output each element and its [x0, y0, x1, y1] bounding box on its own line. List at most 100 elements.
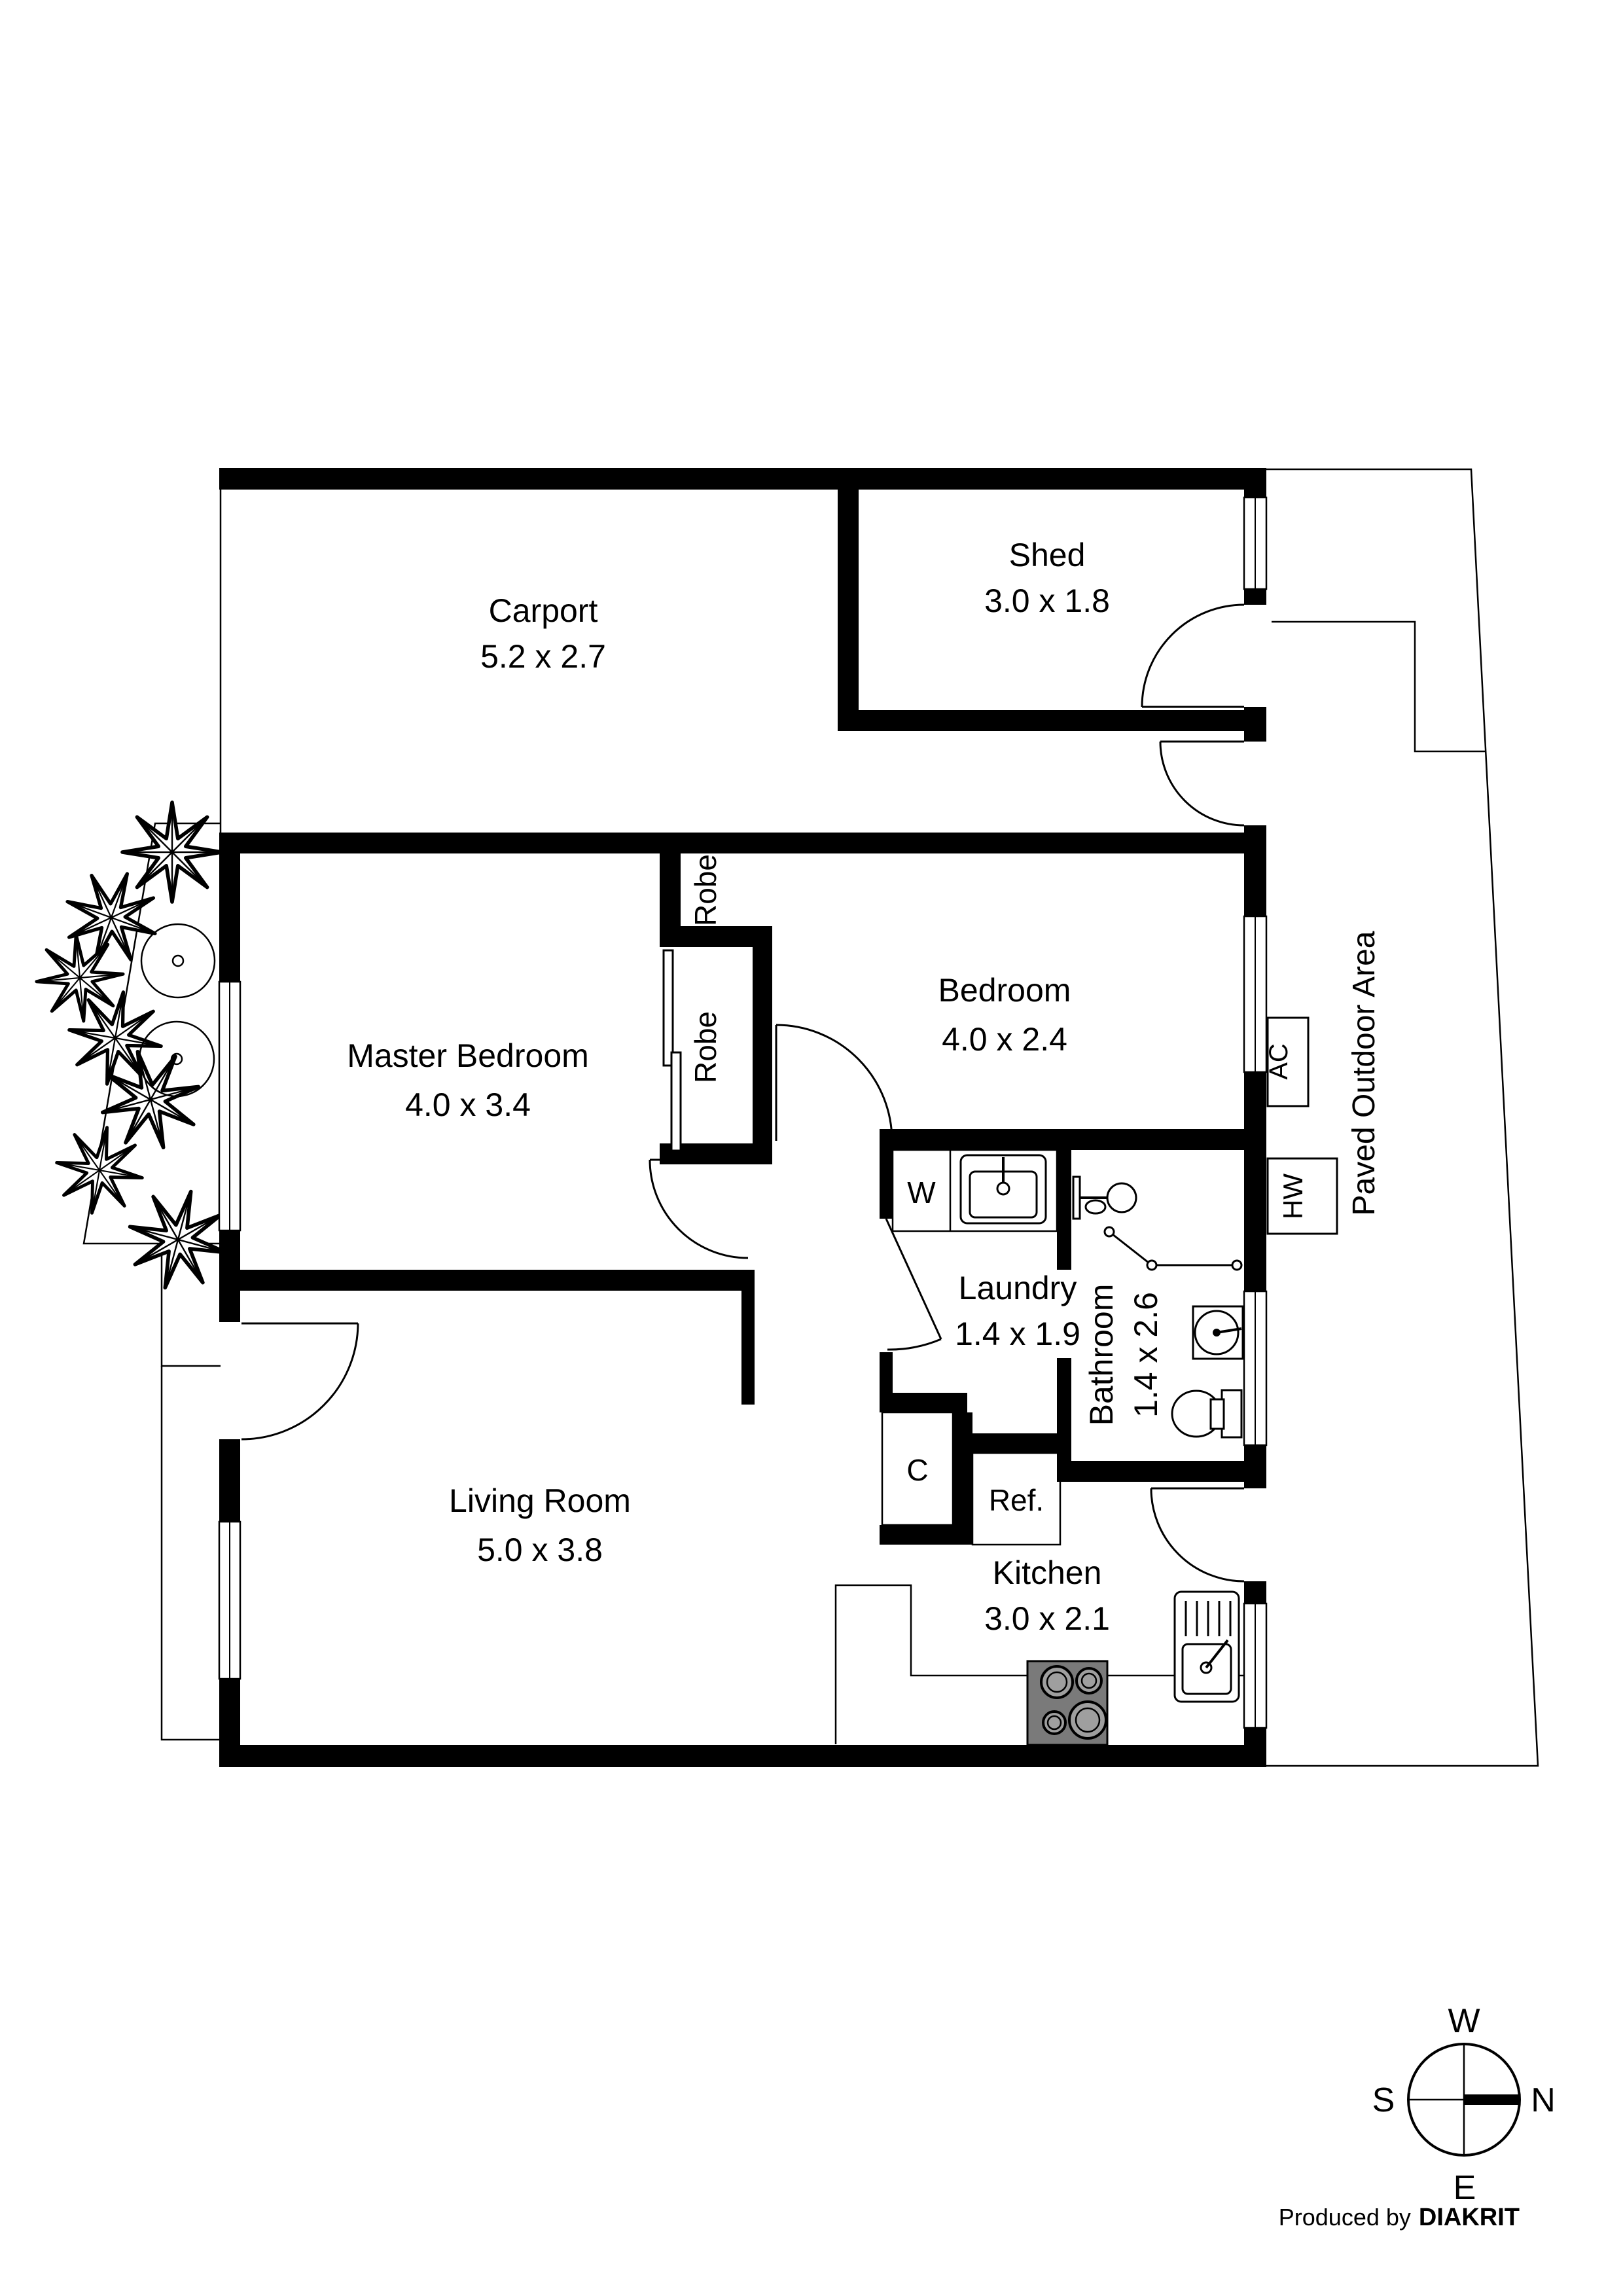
compass-south-label: S [1372, 2081, 1395, 2119]
garden-bush-icon [138, 1020, 215, 1098]
robe-top-label: Robe [688, 854, 722, 926]
room-labels: Carport 5.2 x 2.7 Shed 3.0 x 1.8 Master … [347, 537, 1164, 1637]
toilet-icon [1171, 1389, 1243, 1439]
wall-top [219, 468, 1266, 490]
fridge-label: Ref. [989, 1483, 1044, 1517]
washer-label: W [907, 1175, 936, 1210]
cupboard-box [881, 1411, 954, 1526]
laundry-niche [891, 1149, 1058, 1232]
fixtures [662, 949, 1338, 1746]
kitchen-window [1243, 1602, 1268, 1729]
footer-credit: Produced by DIAKRIT [1279, 2204, 1520, 2231]
wall-shed-left [838, 468, 859, 731]
wall-cupboard-fridge-divider [953, 1412, 972, 1545]
laundry-trough-icon [959, 1154, 1047, 1225]
shed-dims: 3.0 x 1.8 [984, 583, 1110, 619]
carport-to-paved-door [1159, 740, 1245, 827]
kitchen-dims: 3.0 x 2.1 [984, 1600, 1110, 1637]
bedroom-label: Bedroom [938, 972, 1071, 1009]
bathroom-label: Bathroom [1083, 1284, 1120, 1426]
robe-sliding-door [670, 1051, 682, 1152]
paved-area-step [1272, 620, 1486, 753]
bedroom-door [775, 1024, 893, 1141]
wall-bedroom-bottom [753, 1129, 772, 1150]
hw-box [1266, 1157, 1338, 1235]
shed-door [1141, 603, 1245, 708]
side-path [160, 1366, 221, 1741]
cooktop-icon [1026, 1660, 1109, 1746]
wall-shed-bottom [838, 710, 1266, 731]
wall-robe-left [660, 853, 681, 926]
garden-and-paths [82, 468, 1539, 1767]
walls [219, 468, 1266, 1767]
wall-robe-mid [660, 926, 772, 947]
compass-north-pointer [1464, 2094, 1520, 2105]
laundry-door [885, 1218, 942, 1351]
plant-star-icon [39, 1109, 160, 1230]
shower-screen [1103, 1226, 1243, 1271]
master-bedroom-door [649, 1158, 749, 1259]
shed-label: Shed [1009, 537, 1086, 573]
wall-right [1244, 589, 1266, 605]
compass: W N S E [1372, 2002, 1556, 2207]
plant-star-icon [122, 802, 222, 902]
wall-right [1244, 1728, 1266, 1767]
shower-icon [1072, 1175, 1137, 1220]
master-bedroom-window [218, 980, 241, 1232]
laundry-dims: 1.4 x 1.9 [955, 1316, 1080, 1352]
carport-label: Carport [489, 592, 598, 629]
wall-hall-divider [741, 1270, 755, 1405]
windows [218, 496, 1268, 1729]
wall-left [219, 1679, 240, 1767]
garden-bush-center [170, 1052, 183, 1066]
living-room-dims: 5.0 x 3.8 [477, 1532, 603, 1568]
doors [241, 603, 1245, 1583]
carport-dims: 5.2 x 2.7 [480, 638, 606, 675]
fixture-labels: Robe Robe W C Ref. AC HW Paved Outdoor A… [688, 854, 1382, 1517]
wall-left [219, 833, 240, 982]
paved-area-boundary [1266, 468, 1539, 1767]
ac-box [1266, 1016, 1310, 1107]
bathroom-window [1243, 1290, 1268, 1446]
vanity-basin-icon [1192, 1305, 1244, 1360]
laundry-label: Laundry [959, 1270, 1077, 1306]
living-room-label: Living Room [449, 1482, 631, 1519]
footer-brand-diakrit: DIAKRIT [1419, 2204, 1520, 2231]
kitchen-door [1150, 1487, 1245, 1583]
bathroom-dims: 1.4 x 2.6 [1128, 1292, 1164, 1418]
kitchen-label: Kitchen [993, 1554, 1102, 1591]
wall-bottom [219, 1745, 1266, 1767]
bedroom-window [1243, 915, 1268, 1073]
wall-left [219, 1439, 240, 1522]
wall-bathroom-left [1057, 1129, 1071, 1270]
wall-right [1244, 1581, 1266, 1604]
wall-bedroom-row-top [219, 833, 1266, 853]
garden-bush-icon [140, 923, 216, 999]
compass-west-label: W [1448, 2002, 1480, 2040]
garden-bush-center [171, 954, 185, 967]
garden-plants [18, 802, 239, 1300]
robe-bottom-label: Robe [688, 1011, 722, 1083]
footer-produced-by: Produced by [1279, 2204, 1411, 2231]
living-room-window [218, 1520, 241, 1680]
wall-laundry-left [880, 1129, 893, 1219]
wall-cupboard-bottom [880, 1525, 967, 1545]
robe-sliding-door [662, 949, 674, 1067]
wall-bedroom-bottom [888, 1129, 1266, 1150]
wall-cupboard-top [880, 1393, 967, 1412]
wall-right [1244, 468, 1266, 497]
wall-master-bottom [219, 1270, 755, 1291]
compass-north-label: N [1531, 2081, 1556, 2119]
wall-laundry-left [880, 1352, 893, 1393]
hw-label: HW [1277, 1174, 1308, 1219]
fridge-box [971, 1452, 1061, 1546]
cupboard-label: C [906, 1453, 928, 1487]
bedroom-dims: 4.0 x 2.4 [942, 1021, 1067, 1058]
ac-label: AC [1264, 1043, 1293, 1080]
shed-window [1243, 496, 1268, 590]
wall-bathroom-bottom [1057, 1461, 1266, 1482]
entry-door [241, 1322, 359, 1441]
compass-east-label: E [1454, 2169, 1476, 2207]
